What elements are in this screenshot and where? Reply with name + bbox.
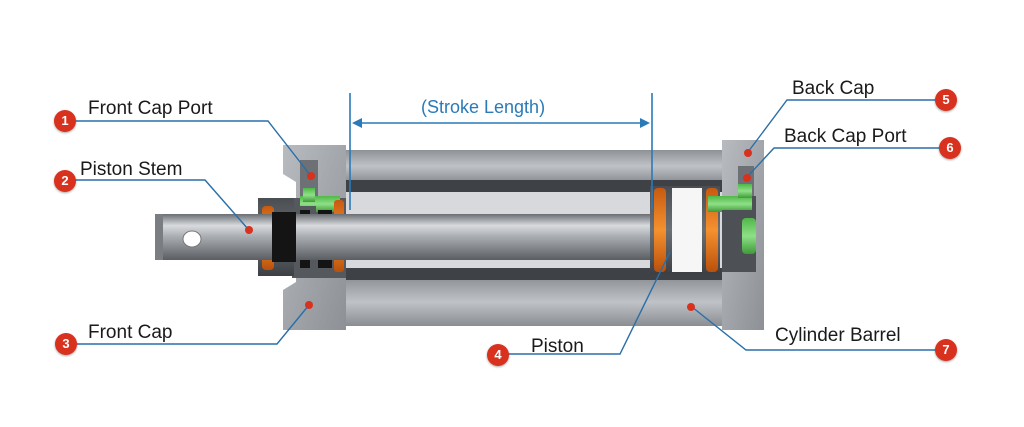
- rod-end-face: [155, 214, 163, 260]
- leader-back-cap-port: [747, 147, 951, 177]
- barrel-inner-bottom: [338, 266, 730, 280]
- leader-cylinder-barrel: [691, 306, 947, 351]
- leader-piston: [508, 251, 671, 355]
- stroke-arrow-left: [352, 118, 362, 128]
- callout-badge-3: 3: [55, 333, 77, 355]
- callout-label-back-cap-port: Back Cap Port: [784, 126, 907, 147]
- back-cap-port-fitting: [708, 196, 752, 212]
- anchor-dot-piston-stem: [245, 226, 253, 234]
- anchor-dot-front-cap: [305, 301, 313, 309]
- callout-badge-6: 6: [939, 137, 961, 159]
- stroke-arrow-right: [640, 118, 650, 128]
- front-cap-port-green: [303, 188, 315, 202]
- leader-front-cap: [76, 304, 310, 345]
- rod-collar: [272, 212, 296, 262]
- piston-white-band: [672, 188, 702, 272]
- callout-label-piston: Piston: [531, 336, 584, 357]
- piston-seal-left: [654, 188, 666, 272]
- back-cap-port-green: [738, 184, 752, 198]
- back-cap-green-side: [742, 218, 756, 254]
- stroke-length-label: (Stroke Length): [421, 97, 546, 117]
- callout-label-cylinder-barrel: Cylinder Barrel: [775, 325, 901, 346]
- rod-end-hole: [182, 230, 202, 248]
- anchor-dot-front-cap-port: [307, 172, 315, 180]
- callout-badge-2: 2: [54, 170, 76, 192]
- piston-rod: [155, 214, 665, 260]
- barrel-bottom-wall: [338, 278, 730, 326]
- leader-front-cap-port: [76, 120, 312, 177]
- callout-badge-5: 5: [935, 89, 957, 111]
- callout-label-piston-stem: Piston Stem: [80, 159, 183, 180]
- barrel-inner-top: [338, 180, 730, 194]
- anchor-dot-cylinder-barrel: [687, 303, 695, 311]
- anchor-dot-back-cap-port: [743, 174, 751, 182]
- callout-label-front-cap: Front Cap: [88, 322, 173, 343]
- callout-badge-7: 7: [935, 339, 957, 361]
- callout-badge-1: 1: [54, 110, 76, 132]
- callout-badge-4: 4: [487, 344, 509, 366]
- callout-label-front-cap-port: Front Cap Port: [88, 98, 213, 119]
- leader-back-cap: [747, 99, 947, 153]
- callout-label-back-cap: Back Cap: [792, 78, 875, 99]
- anchor-dot-back-cap: [744, 149, 752, 157]
- leader-piston-stem: [74, 179, 249, 230]
- barrel-top-wall: [338, 150, 730, 182]
